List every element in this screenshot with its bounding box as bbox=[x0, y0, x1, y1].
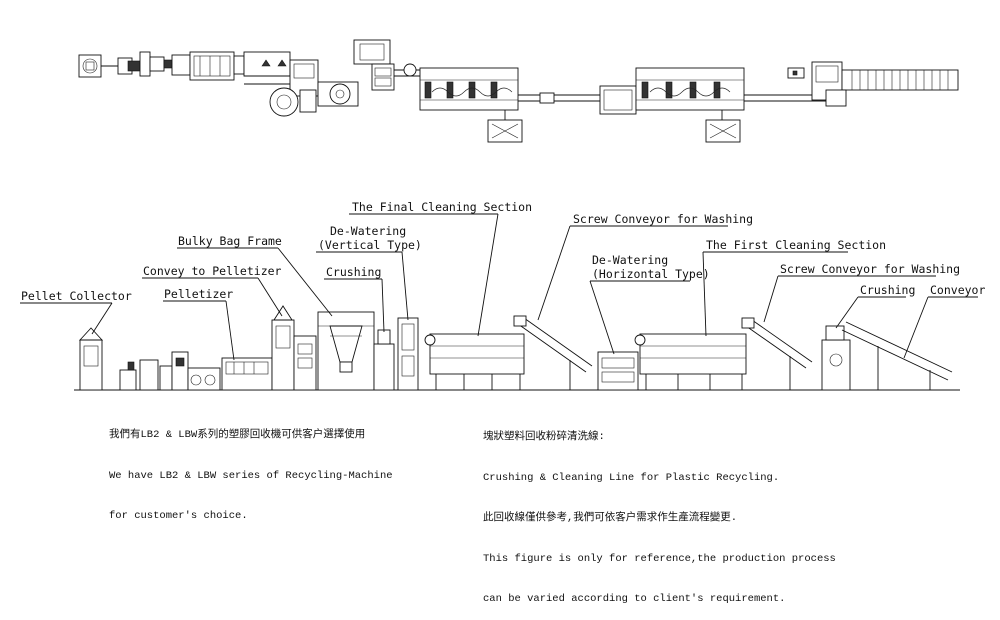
label-screw-conveyor-right: Screw Conveyor for Washing bbox=[780, 262, 960, 276]
recycling-line-diagram: Pellet Collector Convey to Pelletizer Pe… bbox=[20, 39, 985, 391]
note-left-line: 我們有LB2 & LBW系列的塑膠回收機可供客户選擇使用 bbox=[109, 429, 366, 441]
label-crushing-left: Crushing bbox=[326, 265, 381, 279]
note-left-line: for customer's choice. bbox=[109, 510, 248, 522]
elevation-view bbox=[74, 305, 960, 391]
note-right: 塊狀塑料回收粉碎清洗線: Crushing & Cleaning Line fo… bbox=[483, 404, 836, 620]
note-right-line: This figure is only for reference,the pr… bbox=[483, 552, 836, 565]
note-right-line: 塊狀塑料回收粉碎清洗線: bbox=[483, 431, 605, 443]
label-final-cleaning-section: The Final Cleaning Section bbox=[352, 200, 532, 214]
label-conveyor: Conveyor bbox=[930, 283, 985, 297]
label-dewatering-vertical: De-Watering bbox=[330, 224, 406, 238]
label-convey-to-pelletizer: Convey to Pelletizer bbox=[143, 264, 282, 278]
label-pelletizer: Pelletizer bbox=[164, 287, 233, 301]
label-dewatering-horizontal: De-Watering bbox=[592, 253, 668, 267]
label-dewatering-vertical-type: (Vertical Type) bbox=[318, 238, 422, 252]
label-bulky-bag-frame: Bulky Bag Frame bbox=[178, 234, 282, 248]
plan-view bbox=[78, 39, 959, 143]
note-left: 我們有LB2 & LBW系列的塑膠回收機可供客户選擇使用 We have LB2… bbox=[109, 402, 393, 537]
leader-lines bbox=[20, 213, 978, 361]
label-dewatering-horizontal-type: (Horizontal Type) bbox=[592, 267, 710, 281]
label-crushing-right: Crushing bbox=[860, 283, 915, 297]
note-right-line: Crushing & Cleaning Line for Plastic Rec… bbox=[483, 471, 780, 484]
note-right-line: can be varied according to client's requ… bbox=[483, 593, 786, 605]
label-first-cleaning-section: The First Cleaning Section bbox=[706, 238, 886, 252]
note-left-line: We have LB2 & LBW series of Recycling-Ma… bbox=[109, 469, 393, 482]
component-labels: Pellet Collector Convey to Pelletizer Pe… bbox=[21, 200, 985, 303]
conveyor-slats-plan bbox=[851, 70, 949, 90]
label-pellet-collector: Pellet Collector bbox=[21, 289, 132, 303]
label-screw-conveyor-left: Screw Conveyor for Washing bbox=[573, 212, 753, 226]
note-right-line: 此回收線僅供參考,我們可依客户需求作生產流程變更. bbox=[483, 512, 738, 524]
